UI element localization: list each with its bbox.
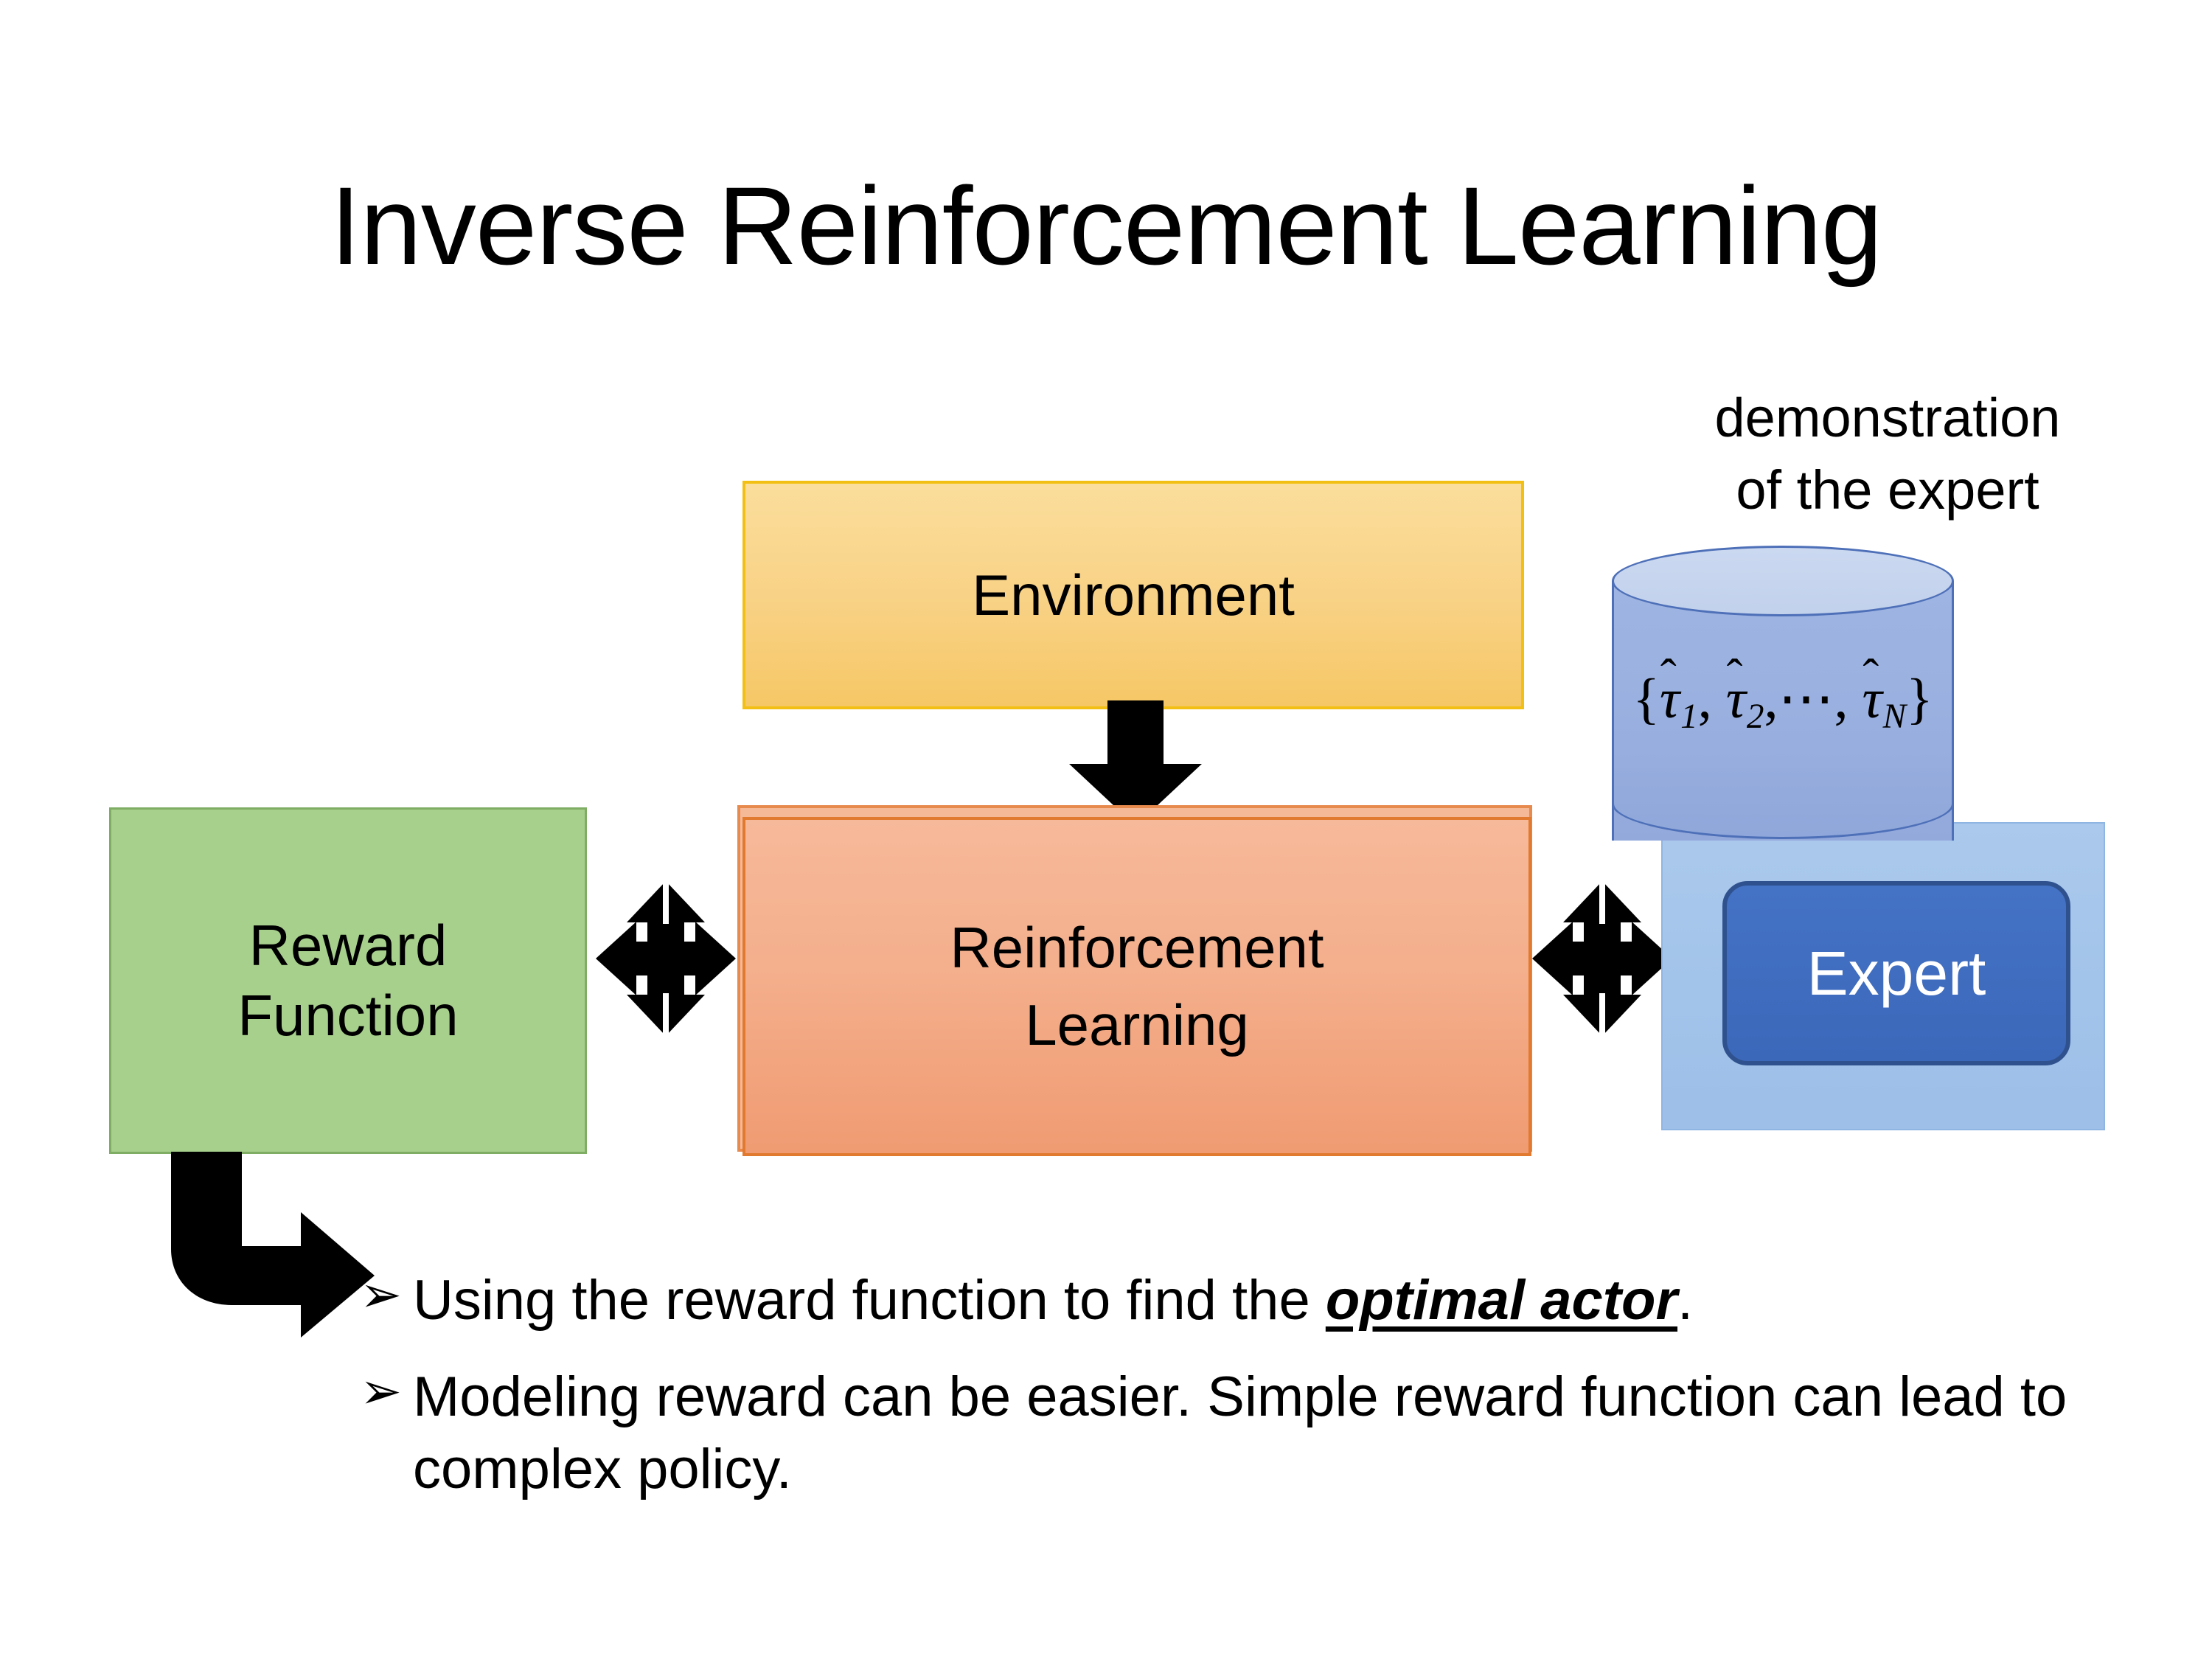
- bullet-1-emphasis: optimal actor: [1325, 1269, 1678, 1332]
- demonstration-caption: demonstration of the expert: [1630, 382, 2146, 526]
- list-item: ➢ Modeling reward can be easier. Simple …: [360, 1361, 2129, 1505]
- bullet-1-prefix: Using the reward function to find the: [413, 1269, 1326, 1332]
- formula-comma-1: ,: [1697, 668, 1712, 730]
- cylinder-bottom-cap: [1612, 768, 1954, 839]
- formula-subscript-2: 2: [1746, 698, 1764, 737]
- environment-box[interactable]: Environment: [742, 481, 1524, 709]
- bullet-text-1: Using the reward function to find the op…: [413, 1265, 2129, 1336]
- expert-chip[interactable]: Expert: [1722, 881, 2070, 1065]
- reinforcement-learning-box[interactable]: Reinforcement Learning: [742, 817, 1531, 1156]
- reward-function-box[interactable]: Reward Function: [109, 807, 587, 1154]
- four-way-double-arrow-icon-left: [596, 881, 736, 1036]
- formula-hat-n: ˆ: [1863, 650, 1879, 704]
- reinforcement-learning-label-line2: Learning: [1025, 992, 1249, 1057]
- formula-close-brace: }: [1906, 668, 1933, 730]
- page-title: Inverse Reinforcement Learning: [330, 164, 1883, 288]
- down-arrow-icon: [1069, 700, 1202, 826]
- four-way-double-arrow-icon-right: [1532, 881, 1672, 1036]
- formula-ellipsis: ⋯: [1778, 668, 1834, 730]
- bullet-list: ➢ Using the reward function to find the …: [360, 1265, 2129, 1530]
- reward-function-label-line1: Reward: [248, 912, 448, 978]
- bent-arrow-icon: [164, 1152, 385, 1358]
- formula-hat-1: ˆ: [1660, 650, 1677, 704]
- formula-comma-2: ,: [1764, 668, 1778, 730]
- environment-label: Environment: [972, 563, 1295, 627]
- demonstration-caption-line2: of the expert: [1736, 459, 2039, 521]
- formula-tau-symbol-1: τ: [1659, 668, 1680, 730]
- demonstration-caption-line1: demonstration: [1714, 387, 2061, 448]
- cylinder-top-ellipse: [1612, 546, 1954, 616]
- list-item: ➢ Using the reward function to find the …: [360, 1265, 2129, 1336]
- formula-subscript-n: N: [1882, 698, 1907, 737]
- formula-tau-symbol-n: τ: [1862, 668, 1882, 730]
- reward-function-label-line2: Function: [237, 983, 459, 1048]
- bullet-marker-icon: ➢: [360, 1363, 402, 1420]
- formula-tau-symbol-2: τ: [1725, 668, 1746, 730]
- bullet-1-suffix: .: [1677, 1269, 1694, 1332]
- expert-label: Expert: [1806, 939, 1986, 1008]
- formula-hat-2: ˆ: [1726, 650, 1743, 704]
- bullet-text-2: Modeling reward can be easier. Simple re…: [413, 1366, 2067, 1500]
- formula-comma-3: ,: [1834, 668, 1848, 730]
- formula-subscript-1: 1: [1680, 698, 1698, 737]
- formula-open-brace: {: [1632, 668, 1660, 730]
- reinforcement-learning-label-line1: Reinforcement: [950, 914, 1324, 980]
- bullet-marker-icon: ➢: [360, 1267, 402, 1323]
